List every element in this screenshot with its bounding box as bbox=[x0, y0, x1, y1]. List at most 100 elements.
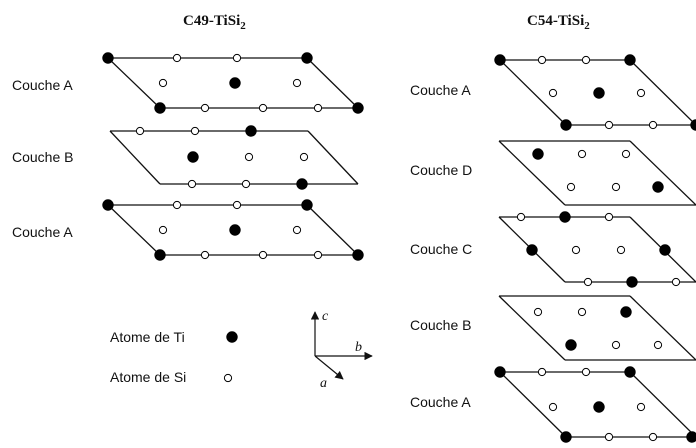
c49-layer1-si-atom bbox=[172, 53, 182, 63]
c49-layer3-ti-atom bbox=[229, 224, 241, 236]
c54-layer2-edge-right bbox=[629, 140, 696, 206]
c54-layer3-si-atom bbox=[616, 245, 626, 255]
c54-layer3-si-atom bbox=[671, 277, 681, 287]
c49-layer3-ti-atom bbox=[102, 199, 114, 211]
c49-layer2-si-atom bbox=[244, 152, 254, 162]
c49-layer-label-3: Couche A bbox=[12, 224, 73, 240]
c49-layer1-si-atom bbox=[258, 103, 268, 113]
c49-layer1-si-atom bbox=[292, 78, 302, 88]
c49-layer2-ti-atom bbox=[296, 178, 308, 190]
c54-layer1-ti-atom bbox=[494, 54, 506, 66]
c54-layer5-ti-atom bbox=[624, 366, 636, 378]
c54-layer4-si-atom bbox=[653, 340, 663, 350]
c54-layer4-si-atom bbox=[533, 307, 543, 317]
c54-layer4-edge-right bbox=[629, 295, 696, 361]
c49-layer-label-2: Couche B bbox=[12, 149, 73, 165]
c54-layer4-si-atom bbox=[577, 307, 587, 317]
c54-layer-label-4: Couche B bbox=[410, 317, 471, 333]
c49-layer2-edge-right bbox=[307, 130, 359, 185]
c54-layer5-ti-atom bbox=[494, 366, 506, 378]
c49-layer2-si-atom bbox=[241, 179, 251, 189]
c49-layer1-ti-atom bbox=[154, 102, 166, 114]
c49-layer1-ti-atom bbox=[301, 52, 313, 64]
c54-layer5-ti-atom bbox=[686, 431, 696, 443]
c54-layer-label-3: Couche C bbox=[410, 241, 472, 257]
axis-triad: c b a bbox=[310, 309, 373, 391]
title-c49: C49-TiSi2 bbox=[183, 13, 246, 32]
c54-layer2-edge-left bbox=[498, 140, 566, 206]
c54-layer1-ti-atom bbox=[593, 87, 605, 99]
c54-layer3-si-atom bbox=[571, 245, 581, 255]
c54-layer5-si-atom bbox=[636, 402, 646, 412]
c54-layer3-si-atom bbox=[604, 212, 614, 222]
c54-layer5-ti-atom bbox=[560, 431, 572, 443]
c49-layer3-ti-atom bbox=[301, 199, 313, 211]
c49-layer1-si-atom bbox=[158, 78, 168, 88]
c54-layer-label-1: Couche A bbox=[410, 82, 471, 98]
c49-layer2-ti-atom bbox=[187, 151, 199, 163]
c49-layer3-edge-left bbox=[107, 204, 161, 256]
c54-layer3-ti-atom bbox=[626, 276, 638, 288]
c54-layer1-si-atom bbox=[581, 55, 591, 65]
c54-layer3-si-atom bbox=[516, 212, 526, 222]
legend-ti-dot bbox=[226, 331, 238, 343]
c49-layer3-si-atom bbox=[172, 200, 182, 210]
c54-layer1-ti-atom bbox=[624, 54, 636, 66]
c54-layer5-si-atom bbox=[604, 432, 614, 442]
c54-layer1-edge-right bbox=[629, 59, 696, 126]
c49-layer2-edge-left bbox=[109, 130, 161, 185]
c54-layer3-ti-atom bbox=[659, 244, 671, 256]
c54-layer1-si-atom bbox=[648, 120, 658, 130]
c49-layer2-si-atom bbox=[135, 126, 145, 136]
c54-layer4-si-atom bbox=[611, 340, 621, 350]
c54-layer3-ti-atom bbox=[559, 211, 571, 223]
c49-layer1-ti-atom bbox=[229, 77, 241, 89]
c49-layer1-si-atom bbox=[200, 103, 210, 113]
c54-layer1-si-atom bbox=[548, 88, 558, 98]
c54-layer2-si-atom bbox=[577, 149, 587, 159]
c54-layer5-si-atom bbox=[581, 367, 591, 377]
c49-layer3-ti-atom bbox=[352, 249, 364, 261]
c54-layer2-si-atom bbox=[611, 182, 621, 192]
c54-layer2-si-atom bbox=[621, 149, 631, 159]
c54-layer-label-5: Couche A bbox=[410, 394, 471, 410]
c49-layer1-edge-left bbox=[107, 57, 161, 109]
c54-layer5-si-atom bbox=[537, 367, 547, 377]
legend-si-label: Atome de Si bbox=[110, 369, 186, 385]
c49-layer2-si-atom bbox=[190, 126, 200, 136]
c49-layer3-si-atom bbox=[200, 250, 210, 260]
c54-layer5-si-atom bbox=[648, 432, 658, 442]
c54-layer5-si-atom bbox=[548, 402, 558, 412]
axis-a-arrow bbox=[314, 355, 344, 380]
c49-layer1-edge-right bbox=[306, 57, 359, 109]
c49-layer-label-1: Couche A bbox=[12, 77, 73, 93]
c54-layer4-ti-atom bbox=[565, 339, 577, 351]
c54-layer2-ti-atom bbox=[652, 181, 664, 193]
c54-layer4-ti-atom bbox=[620, 306, 632, 318]
c49-layer2-si-atom bbox=[187, 179, 197, 189]
c49-layer1-ti-atom bbox=[352, 102, 364, 114]
c49-layer3-si-atom bbox=[258, 250, 268, 260]
c54-layer2-ti-atom bbox=[532, 148, 544, 160]
c49-layer3-si-atom bbox=[158, 225, 168, 235]
c54-layer1-edge-left bbox=[499, 59, 567, 126]
c54-layer5-edge-left bbox=[499, 371, 567, 438]
c54-layer1-ti-atom bbox=[560, 119, 572, 131]
c54-layer3-si-atom bbox=[583, 277, 593, 287]
c54-layer2-si-atom bbox=[566, 182, 576, 192]
c54-layer3-ti-atom bbox=[526, 244, 538, 256]
c54-layer-label-2: Couche D bbox=[410, 162, 472, 178]
legend-ti-label: Atome de Ti bbox=[110, 329, 185, 345]
axis-b-label: b bbox=[355, 340, 362, 355]
c49-layer1-si-atom bbox=[232, 53, 242, 63]
legend-si-dot bbox=[223, 373, 233, 383]
c49-layer1-ti-atom bbox=[102, 52, 114, 64]
c49-layer2-si-atom bbox=[299, 152, 309, 162]
c49-layer3-si-atom bbox=[232, 200, 242, 210]
c54-layer1-si-atom bbox=[636, 88, 646, 98]
c49-layer2-ti-atom bbox=[245, 125, 257, 137]
axis-a-label: a bbox=[320, 376, 327, 391]
c54-layer1-si-atom bbox=[537, 55, 547, 65]
c54-layer5-ti-atom bbox=[593, 401, 605, 413]
